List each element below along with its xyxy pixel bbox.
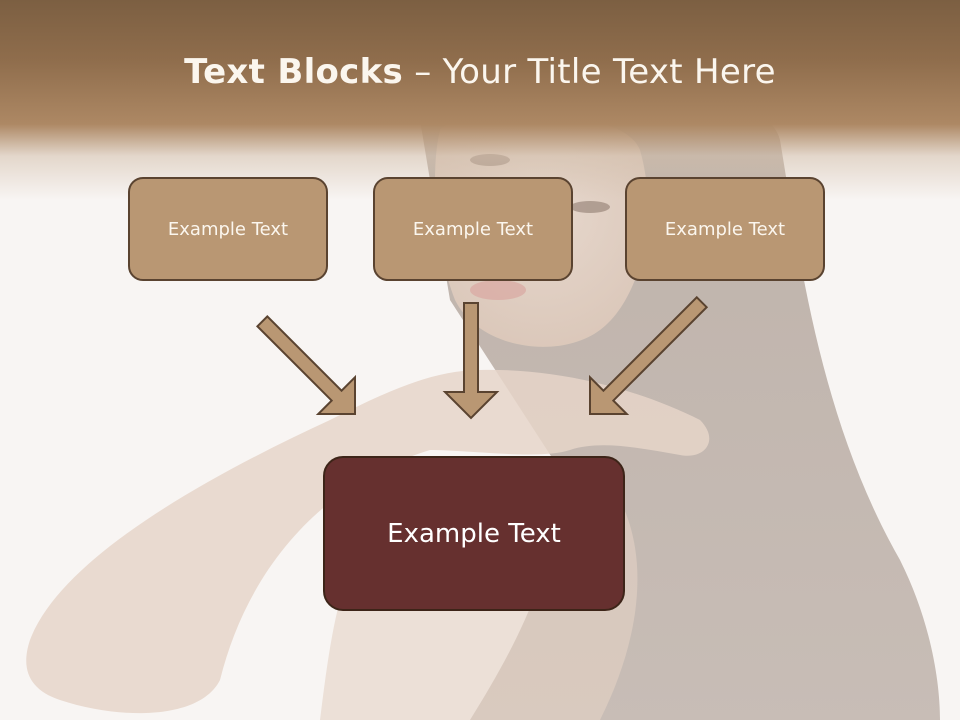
title-bold: Text Blocks — [184, 52, 404, 92]
text-block-center-label: Example Text — [412, 218, 534, 240]
text-block-right[interactable]: Example Text — [625, 177, 825, 281]
text-block-left[interactable]: Example Text — [128, 177, 328, 281]
title-rest: – Your Title Text Here — [403, 52, 776, 92]
text-block-main[interactable]: Example Text — [323, 456, 625, 611]
text-block-center[interactable]: Example Text — [373, 177, 573, 281]
text-block-right-label: Example Text — [664, 218, 786, 240]
text-block-left-label: Example Text — [167, 218, 289, 240]
header-band — [0, 0, 960, 200]
slide-title: Text Blocks – Your Title Text Here — [0, 52, 960, 92]
text-block-main-label: Example Text — [387, 518, 561, 549]
